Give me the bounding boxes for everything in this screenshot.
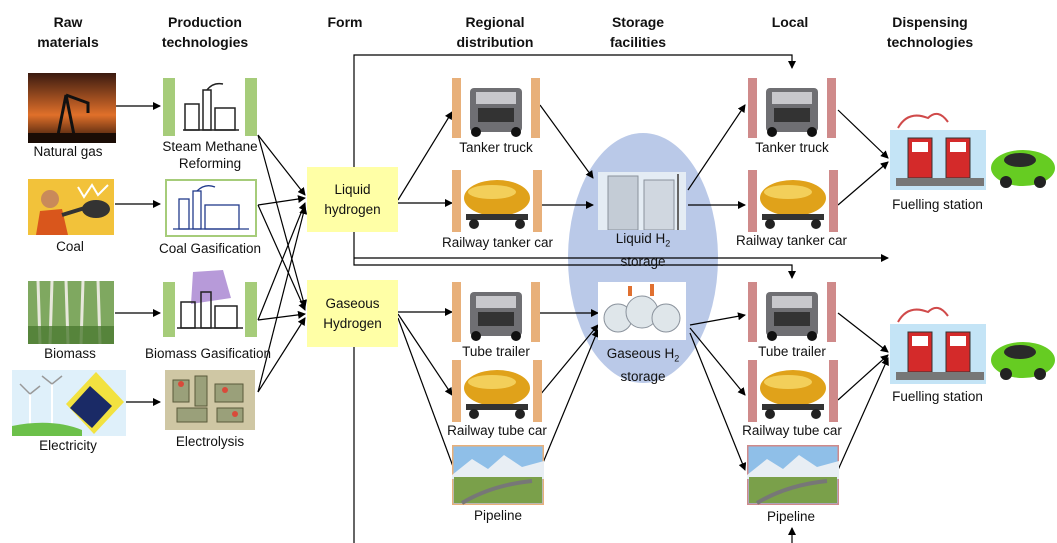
liquid-storage-label: Liquid H2 storage — [615, 231, 671, 269]
railway-tube-car-label: Railway tube car — [447, 423, 547, 438]
biomass-label: Biomass — [44, 346, 96, 361]
electricity-image — [12, 370, 126, 436]
biomass-gasification-label: Biomass Gasification — [144, 346, 272, 361]
coal-label: Coal — [56, 239, 84, 254]
fuelling-station-1-label: Fuelling station — [892, 197, 983, 212]
tube-trailer-label: Tube trailer — [462, 344, 530, 359]
gaseous-storage-image — [598, 282, 686, 340]
coal-image — [28, 179, 114, 235]
fuelling-station-1-image — [890, 112, 1055, 190]
fuelling-station-2-image — [890, 306, 1055, 384]
local-tanker-truck-image — [748, 78, 836, 138]
electrolysis-image — [165, 370, 255, 430]
electricity-label: Electricity — [39, 438, 97, 453]
coal-gasification-label: Coal Gasification — [158, 241, 262, 256]
natural-gas-label: Natural gas — [33, 144, 103, 159]
regional-pipeline-label: Pipeline — [473, 508, 523, 523]
tube-trailer-image — [452, 282, 540, 342]
regional-pipeline-image — [452, 445, 544, 505]
local-railway-tanker-car-label: Railway tanker car — [735, 233, 848, 248]
local-pipeline-image — [747, 445, 839, 505]
local-tanker-truck-label: Tanker truck — [755, 140, 829, 155]
regional-railway-tanker-car-image — [452, 170, 542, 232]
biomass-image — [28, 281, 114, 344]
fuelling-station-2-label: Fuelling station — [892, 389, 983, 404]
regional-railway-tanker-car-label: Railway tanker car — [441, 235, 554, 250]
local-railway-tube-car-image — [748, 360, 838, 422]
header-form: Form — [327, 14, 363, 30]
local-tube-trailer-image — [748, 282, 836, 342]
regional-tanker-truck-label: Tanker truck — [459, 140, 533, 155]
regional-tanker-truck-image — [452, 78, 540, 138]
coal-gasification-image — [165, 179, 257, 237]
gaseous-storage-label: Gaseous H2 storage — [606, 346, 680, 384]
local-railway-tube-car-label: Railway tube car — [742, 423, 842, 438]
electrolysis-label: Electrolysis — [175, 434, 245, 449]
steam-methane-reforming-image — [163, 78, 257, 136]
railway-tube-car-image — [452, 360, 542, 422]
header-local: Local — [771, 14, 809, 30]
local-tube-trailer-label: Tube trailer — [758, 344, 826, 359]
natural-gas-image — [28, 73, 116, 143]
liquid-storage-image — [598, 172, 686, 230]
biomass-gasification-image — [163, 268, 257, 343]
local-pipeline-label: Pipeline — [766, 509, 816, 524]
local-railway-tanker-car-image — [748, 170, 838, 232]
